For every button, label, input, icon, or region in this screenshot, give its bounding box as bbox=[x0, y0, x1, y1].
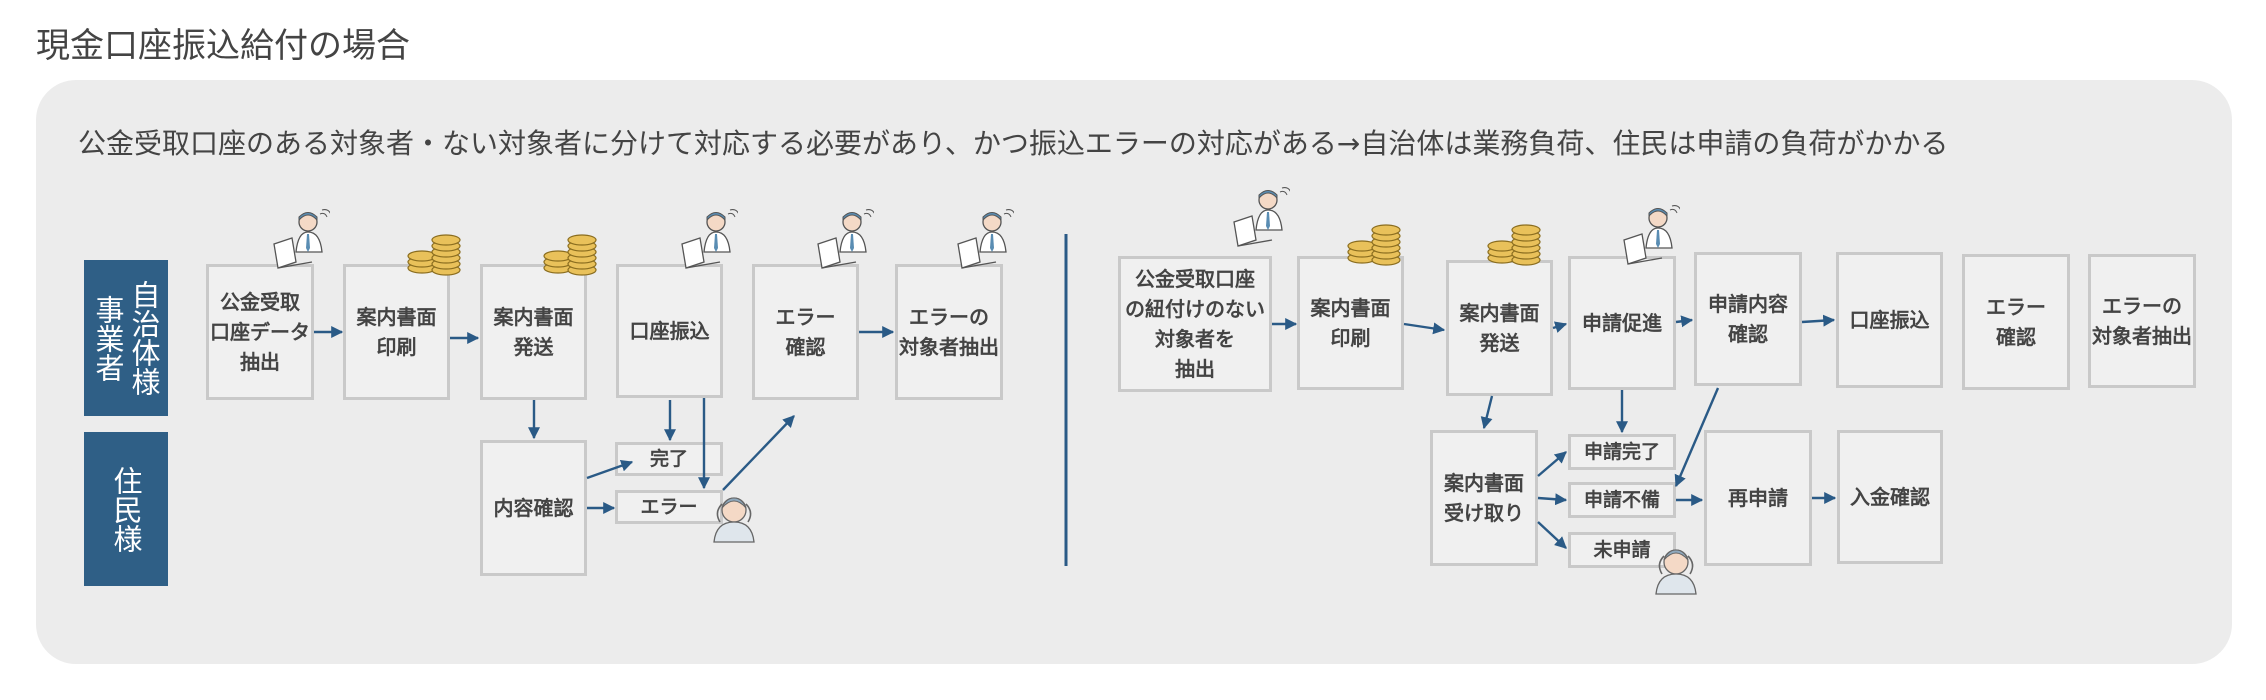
worried-person-icon bbox=[713, 497, 755, 543]
left-error-check: エラー 確認 bbox=[752, 264, 859, 400]
arrow bbox=[1675, 315, 1694, 328]
arrow bbox=[1801, 314, 1836, 327]
left-error: エラー bbox=[615, 490, 723, 524]
arrow bbox=[1537, 521, 1567, 549]
right-reapply: 再申請 bbox=[1704, 430, 1812, 566]
left-extract-account-data: 公金受取 口座データ 抽出 bbox=[206, 264, 314, 400]
left-print-guide: 案内書面 印刷 bbox=[343, 264, 450, 400]
left-send-guide: 案内書面 発送 bbox=[480, 264, 587, 400]
right-receive-guide: 案内書面 受け取り bbox=[1430, 430, 1538, 566]
right-promote-application: 申請促進 bbox=[1568, 256, 1676, 390]
arrow bbox=[1537, 451, 1567, 477]
right-application-complete: 申請完了 bbox=[1568, 434, 1676, 470]
arrow bbox=[1537, 493, 1568, 506]
summary-text: 公金受取口座のある対象者・ない対象者に分けて対応する必要があり、かつ振込エラーの… bbox=[78, 127, 1949, 160]
coin-stack-icon bbox=[407, 234, 461, 276]
municipality-label-col2: 自治体様 bbox=[127, 280, 161, 396]
resident-label-col: 住民様 bbox=[109, 465, 143, 553]
municipality-label: 事業者自治体様 bbox=[84, 260, 168, 416]
person-laptop-icon bbox=[817, 209, 874, 269]
person-laptop-icon bbox=[1623, 205, 1680, 265]
arrow bbox=[1674, 387, 1720, 488]
right-application-defect: 申請不備 bbox=[1568, 482, 1676, 518]
person-laptop-icon bbox=[1233, 187, 1290, 247]
coin-stack-icon bbox=[543, 234, 597, 276]
left-bank-transfer: 口座振込 bbox=[616, 264, 723, 398]
worried-person-icon bbox=[1655, 549, 1697, 595]
coin-stack-icon bbox=[1487, 224, 1541, 266]
arrow bbox=[1480, 395, 1494, 430]
right-confirm-payment: 入金確認 bbox=[1837, 430, 1943, 564]
resident-label: 住民様 bbox=[84, 432, 168, 586]
right-bank-transfer: 口座振込 bbox=[1836, 252, 1943, 388]
person-laptop-icon bbox=[681, 209, 738, 269]
person-laptop-icon bbox=[273, 209, 330, 269]
right-print-guide: 案内書面 印刷 bbox=[1297, 256, 1404, 390]
page-title: 現金口座振込給付の場合 bbox=[36, 26, 410, 66]
person-laptop-icon bbox=[957, 209, 1014, 269]
right-send-guide: 案内書面 発送 bbox=[1446, 260, 1553, 396]
arrow bbox=[722, 415, 795, 491]
right-check-application: 申請内容 確認 bbox=[1694, 252, 1802, 386]
arrow bbox=[1552, 321, 1568, 333]
right-extract-unlinked: 公金受取口座 の紐付けのない 対象者を 抽出 bbox=[1118, 256, 1272, 392]
left-error-target-extract: エラーの 対象者抽出 bbox=[895, 264, 1003, 400]
right-error-check: エラー 確認 bbox=[1962, 254, 2070, 390]
municipality-label-col1: 事業者 bbox=[91, 294, 125, 382]
arrow bbox=[586, 459, 634, 480]
arrow bbox=[1403, 322, 1446, 335]
coin-stack-icon bbox=[1347, 224, 1401, 266]
right-not-applied: 未申請 bbox=[1568, 532, 1676, 568]
left-content-check: 内容確認 bbox=[480, 440, 587, 576]
right-error-target-extract: エラーの 対象者抽出 bbox=[2088, 254, 2196, 388]
